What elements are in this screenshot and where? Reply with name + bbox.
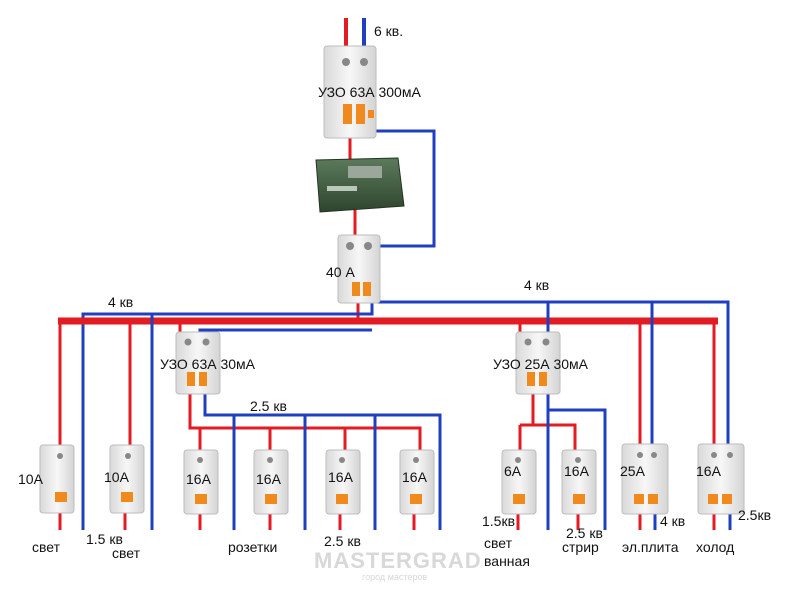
label-rozetki: розетки	[228, 539, 277, 555]
neutral-bus-left	[81, 302, 374, 530]
breaker-rating-2: 10A	[104, 469, 130, 485]
breaker-9	[621, 443, 669, 515]
rcd-left-neutral-out	[203, 392, 442, 530]
breaker-4	[253, 449, 289, 515]
label-wire-25-wash: 2.5 кв	[566, 525, 603, 541]
label-svet-1: свет	[32, 539, 61, 555]
label-strir: стрир	[562, 539, 599, 555]
breaker-rating-9: 25A	[620, 463, 646, 479]
breaker-2	[109, 444, 145, 514]
input-label: 6 кв.	[374, 23, 403, 39]
rcd-left-label: УЗО 63А 30мА	[160, 356, 256, 372]
label-svet-vannaya-2: ванная	[484, 553, 530, 569]
bus-left-label: 4 кв	[108, 294, 133, 310]
main-rcd	[323, 45, 377, 139]
neutral-to-rcd-left	[198, 328, 372, 340]
breaker-rating-4: 16A	[256, 471, 282, 487]
main-rcd-label: УЗО 63А 300мА	[318, 84, 421, 100]
breaker-7	[501, 449, 537, 515]
label-wire-15-bath: 1.5кв	[482, 513, 515, 529]
breaker-rating-5: 16A	[328, 469, 354, 485]
breaker-1	[39, 444, 75, 514]
main-breaker-40a	[337, 234, 381, 304]
breaker-5	[325, 449, 361, 515]
breaker-3	[183, 449, 219, 515]
breaker-rating-1: 10A	[18, 471, 44, 487]
main-breaker-label: 40 А	[326, 264, 355, 280]
label-wire-25-sockets: 2.5 кв	[324, 533, 361, 549]
breaker-6	[399, 449, 435, 515]
rcd-left	[175, 331, 221, 395]
electricity-meter	[315, 157, 405, 213]
bus-right-label: 4 кв	[524, 277, 549, 293]
watermark: MASTERGRAD	[314, 548, 482, 573]
labels: 6 кв. УЗО 63А 300мА 40 А 4 кв 4 кв УЗО 6…	[18, 23, 771, 582]
breaker-rating-7: 6A	[504, 463, 522, 479]
breaker-8	[561, 449, 597, 515]
rcd-right-neutral-out	[546, 392, 607, 530]
rcd-right	[515, 331, 561, 395]
label-svet-vannaya-1: свет	[484, 535, 513, 551]
label-holod: холод	[696, 539, 734, 555]
watermark-sub: город мастеров	[362, 572, 427, 582]
main-rcd-lever	[343, 104, 352, 124]
breaker-rating-3: 16A	[186, 471, 212, 487]
breaker-rating-10: 16A	[696, 463, 722, 479]
label-svet-2: свет	[112, 545, 141, 561]
breaker-rating-6: 16A	[402, 469, 428, 485]
main-neutral-loop	[366, 129, 436, 248]
rcd-right-phase-out	[531, 392, 577, 455]
label-wire-4-stove: 4 кв	[660, 513, 685, 529]
devices	[39, 45, 745, 515]
breaker-rating-8: 16A	[564, 463, 590, 479]
label-wire-25-fridge: 2.5кв	[738, 507, 771, 523]
sockets-wire-label: 2.5 кв	[250, 398, 287, 414]
rcd-right-label: УЗО 25А 30мА	[493, 356, 589, 372]
label-el-plita: эл.плита	[622, 539, 679, 555]
breaker-10	[697, 443, 745, 515]
label-wire-15-left: 1.5 кв	[86, 531, 123, 547]
